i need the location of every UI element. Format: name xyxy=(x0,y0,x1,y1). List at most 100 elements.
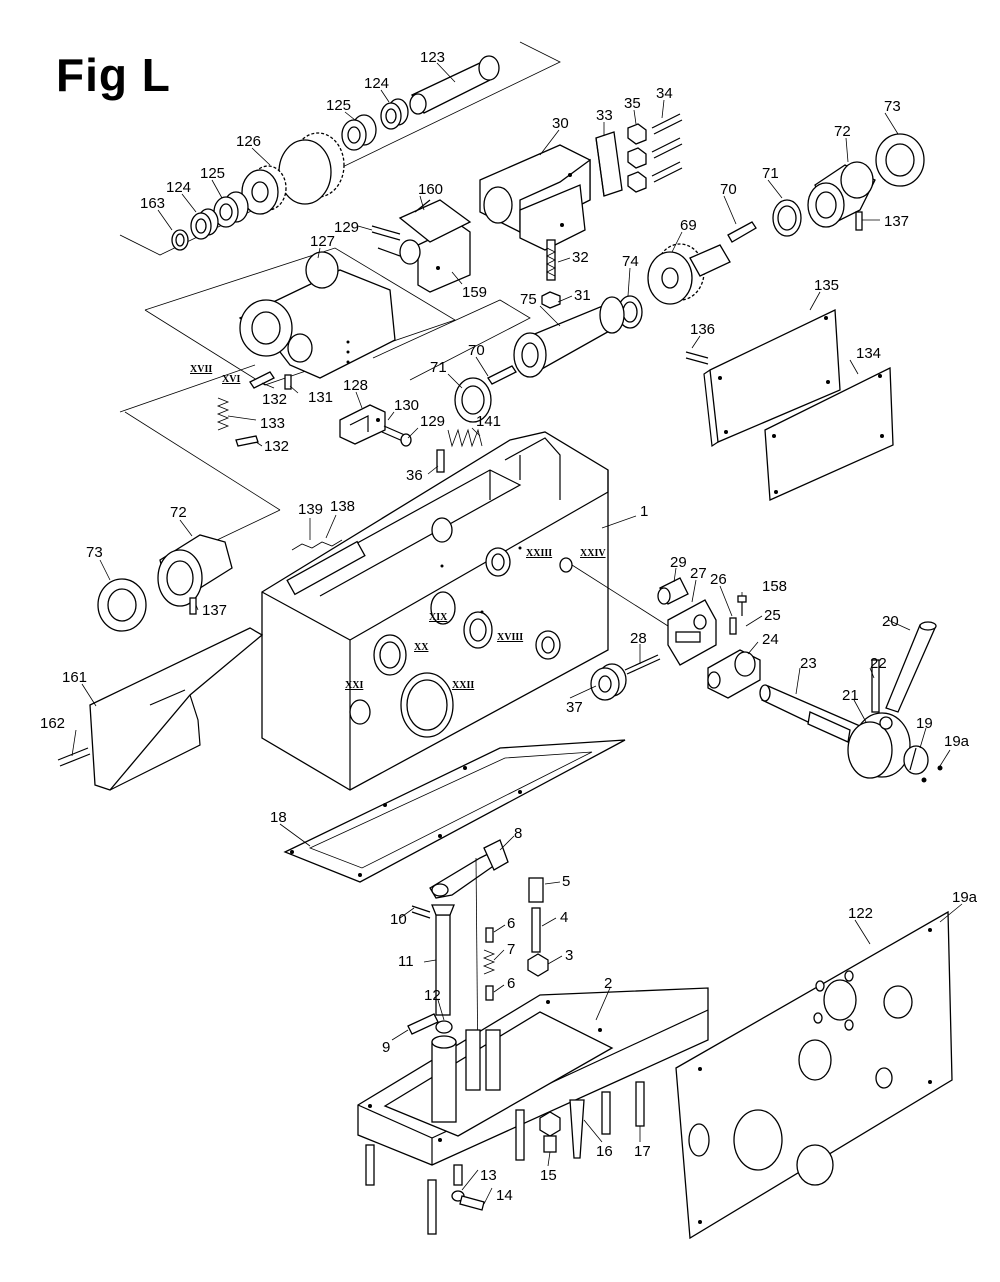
label-133: 133 xyxy=(260,415,285,432)
label-73-upper: 73 xyxy=(884,98,901,115)
pin-22 xyxy=(871,659,880,713)
pin-132-upper xyxy=(249,371,275,389)
label-74: 74 xyxy=(622,253,639,270)
screw-137-upper xyxy=(855,211,863,231)
roman-mark-23: XXIII xyxy=(526,548,552,559)
label-17: 17 xyxy=(634,1143,651,1160)
label-125-top: 125 xyxy=(326,97,351,114)
nut-31 xyxy=(541,291,561,309)
label-75: 75 xyxy=(520,291,537,308)
label-71-upper: 71 xyxy=(762,165,779,182)
label-128: 128 xyxy=(343,377,368,394)
label-124-top: 124 xyxy=(364,75,389,92)
part-labels: 123 124 125 126 125 124 163 30 33 35 34 … xyxy=(40,49,978,1204)
spring-7 xyxy=(482,949,496,975)
label-163: 163 xyxy=(140,195,165,212)
label-9: 9 xyxy=(382,1039,390,1056)
label-2: 2 xyxy=(604,975,612,992)
sleeve-72-lower xyxy=(157,534,233,607)
axis-line-27 xyxy=(571,564,669,627)
screw-136 xyxy=(685,351,709,365)
shaft-11 xyxy=(431,904,455,1016)
pin-132-lower xyxy=(235,435,259,447)
label-122: 122 xyxy=(848,905,873,922)
knob-21 xyxy=(847,712,911,779)
fork-128 xyxy=(339,404,386,445)
pin-70-lower xyxy=(487,365,517,385)
label-36: 36 xyxy=(406,467,423,484)
label-20: 20 xyxy=(882,613,899,630)
screw-158 xyxy=(737,595,747,616)
screws-base xyxy=(365,1081,645,1235)
label-33: 33 xyxy=(596,107,613,124)
label-72-upper: 72 xyxy=(834,123,851,140)
label-15: 15 xyxy=(540,1167,557,1184)
ring-73-upper xyxy=(875,133,925,187)
label-24: 24 xyxy=(762,631,779,648)
gear-shaft-plane xyxy=(119,41,561,561)
housing-127 xyxy=(238,251,396,379)
label-1: 1 xyxy=(640,503,648,520)
guard-161 xyxy=(89,627,264,791)
bearing-124-lower xyxy=(190,208,219,240)
label-19a-knob: 19a xyxy=(944,733,970,750)
label-28: 28 xyxy=(630,630,647,647)
screw-14 xyxy=(451,1190,485,1211)
label-124-lower: 124 xyxy=(166,179,191,196)
label-130: 130 xyxy=(394,397,419,414)
bearing-124-top xyxy=(380,98,409,130)
chain-139 xyxy=(291,539,343,551)
plate-19 xyxy=(903,745,929,775)
collar-24 xyxy=(707,649,761,699)
plunger-5 xyxy=(528,877,544,903)
label-7: 7 xyxy=(507,941,515,958)
shaft-123 xyxy=(409,55,500,115)
leader-lines xyxy=(71,62,963,1205)
screw-131 xyxy=(284,374,292,390)
pin-6-lower xyxy=(485,985,494,1001)
nut-3 xyxy=(527,953,549,977)
gasket-18 xyxy=(283,739,626,883)
label-160: 160 xyxy=(418,181,443,198)
label-70-lower: 70 xyxy=(468,342,485,359)
screw-26 xyxy=(729,617,737,635)
label-16: 16 xyxy=(596,1143,613,1160)
shaft-23 xyxy=(759,684,861,745)
label-31: 31 xyxy=(574,287,591,304)
label-132-lower: 132 xyxy=(264,438,289,455)
nuts-35 xyxy=(627,123,647,193)
label-162: 162 xyxy=(40,715,65,732)
label-131: 131 xyxy=(308,389,333,406)
pin-16 xyxy=(569,1099,585,1159)
label-19a-plate: 19a xyxy=(952,889,978,906)
label-137-lower: 137 xyxy=(202,602,227,619)
label-70-upper: 70 xyxy=(720,181,737,198)
headstock-body-1 xyxy=(261,431,609,791)
label-73-lower: 73 xyxy=(86,544,103,561)
roman-mark-22: XXII xyxy=(452,680,474,691)
spacer-125-top xyxy=(341,114,377,151)
label-72-lower: 72 xyxy=(170,504,187,521)
label-69: 69 xyxy=(680,217,697,234)
label-27: 27 xyxy=(690,565,707,582)
label-6-upper: 6 xyxy=(507,915,515,932)
pin-28 xyxy=(624,654,661,675)
sleeve-75 xyxy=(513,296,625,378)
base-2 xyxy=(357,987,709,1166)
label-19: 19 xyxy=(916,715,933,732)
screws-34 xyxy=(651,113,683,183)
label-35: 35 xyxy=(624,95,641,112)
label-13: 13 xyxy=(480,1167,497,1184)
label-159: 159 xyxy=(462,284,487,301)
handle-20 xyxy=(885,621,937,713)
sleeve-72-upper xyxy=(807,161,876,228)
screw-137-lower xyxy=(189,597,197,615)
screw-129-lower xyxy=(381,425,412,447)
roman-mark-24: XXIV xyxy=(580,548,606,559)
fork-housing-30 xyxy=(479,144,591,251)
plug-37 xyxy=(590,663,627,701)
roman-mark-17: XVII xyxy=(190,364,212,375)
label-71-lower: 71 xyxy=(430,359,447,376)
label-127: 127 xyxy=(310,233,335,250)
roman-mark-21: XXI xyxy=(345,680,363,691)
